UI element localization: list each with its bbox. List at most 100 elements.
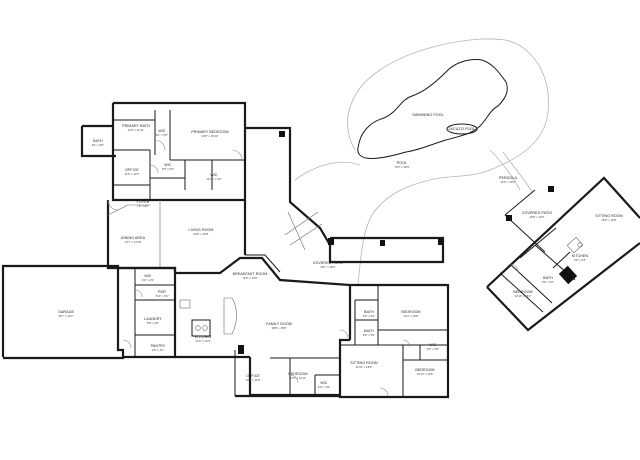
svg-text:DINING AREA: DINING AREA — [121, 236, 146, 240]
column — [506, 215, 512, 221]
svg-text:SWIMMING POOL: SWIMMING POOL — [412, 113, 443, 117]
door-swings — [107, 139, 519, 397]
svg-text:22'6" x 19'8": 22'6" x 19'8" — [193, 232, 208, 236]
svg-text:SITTING ROOM: SITTING ROOM — [350, 361, 378, 365]
svg-text:11'10" x 16'8": 11'10" x 16'8" — [356, 365, 373, 369]
deck-walkway — [294, 149, 533, 193]
svg-text:10'5" x 10'6": 10'5" x 10'6" — [242, 276, 257, 280]
svg-text:14'6" x 10'2": 14'6" x 10'2" — [500, 180, 515, 184]
svg-text:WIC: WIC — [320, 381, 328, 385]
column — [279, 131, 285, 137]
room-label-jacuzzi: JACUZZI POOL — [449, 127, 476, 131]
svg-text:73'6" x 40'9": 73'6" x 40'9" — [394, 165, 409, 169]
svg-text:10'9" x 12'11": 10'9" x 12'11" — [128, 128, 145, 132]
svg-text:7'10" x 5'0": 7'10" x 5'0" — [155, 294, 169, 298]
svg-text:WIC: WIC — [164, 163, 172, 167]
svg-text:35'7" x 23'1": 35'7" x 23'1" — [58, 314, 73, 318]
svg-text:COVERED PATIO: COVERED PATIO — [522, 211, 552, 215]
svg-text:LIVING ROOM: LIVING ROOM — [188, 228, 213, 232]
svg-text:SITTING ROOM: SITTING ROOM — [595, 214, 623, 218]
column — [238, 345, 244, 354]
svg-text:BEDROOM: BEDROOM — [401, 310, 420, 314]
svg-text:WIC: WIC — [210, 173, 218, 177]
svg-text:COVERED PATIO: COVERED PATIO — [313, 261, 343, 265]
svg-text:16'8" x 10'0": 16'8" x 10'0" — [529, 215, 544, 219]
svg-text:49'7" x 18'3": 49'7" x 18'3" — [320, 265, 335, 269]
svg-text:BATH: BATH — [364, 329, 374, 333]
svg-text:PRIMARY BEDROOM: PRIMARY BEDROOM — [191, 130, 228, 134]
svg-text:BATH: BATH — [93, 139, 103, 143]
svg-text:12'10" x 16'2": 12'10" x 16'2" — [515, 294, 532, 298]
svg-text:WIC: WIC — [158, 129, 166, 133]
columns — [238, 131, 578, 354]
column — [328, 238, 334, 245]
svg-text:POOL: POOL — [397, 161, 407, 165]
svg-text:4'2" x 4'3": 4'2" x 4'3" — [142, 278, 154, 282]
svg-text:4'5" x 4'2": 4'5" x 4'2" — [152, 348, 164, 352]
column — [438, 239, 443, 245]
svg-text:9'0" x 5'0": 9'0" x 5'0" — [542, 280, 554, 284]
guest-house-walls — [486, 176, 640, 332]
svg-text:PRIMARY BATH: PRIMARY BATH — [122, 124, 150, 128]
svg-text:PANTRY: PANTRY — [151, 344, 166, 348]
svg-text:FAMILY ROOM: FAMILY ROOM — [266, 322, 292, 326]
svg-text:WIC: WIC — [144, 274, 152, 278]
pool-area — [294, 38, 549, 286]
svg-text:13'7" x 14'10": 13'7" x 14'10" — [125, 240, 142, 244]
svg-text:6'5" x 5'8": 6'5" x 5'8" — [427, 347, 439, 351]
svg-text:13'4" x 16'8": 13'4" x 16'8" — [403, 314, 418, 318]
svg-text:PERGOLA: PERGOLA — [499, 176, 518, 180]
svg-text:FOYER: FOYER — [137, 200, 150, 204]
svg-text:PDR: PDR — [158, 290, 166, 294]
svg-text:KITCHEN: KITCHEN — [572, 254, 589, 258]
svg-text:BEDROOM: BEDROOM — [415, 368, 434, 372]
svg-text:11'5" x 12'5": 11'5" x 12'5" — [124, 172, 139, 176]
svg-text:BREAKFAST ROOM: BREAKFAST ROOM — [233, 272, 268, 276]
column — [380, 240, 385, 246]
column — [548, 186, 554, 192]
svg-text:13'3" x 11'11": 13'3" x 11'11" — [290, 376, 306, 380]
svg-text:BATH: BATH — [364, 310, 374, 314]
svg-text:7'8" x 8'0": 7'8" x 8'0" — [137, 204, 149, 208]
svg-text:12'10" x 12'5": 12'10" x 12'5" — [417, 372, 434, 376]
svg-text:5'8" x 6'0": 5'8" x 6'0" — [162, 167, 174, 171]
swimming-pool-edge — [357, 59, 508, 159]
svg-text:19'8" x 16'10": 19'8" x 16'10" — [202, 134, 219, 138]
svg-text:6'0" x 4'8": 6'0" x 4'8" — [318, 385, 330, 389]
svg-text:BEDROOM: BEDROOM — [288, 372, 307, 376]
column — [558, 265, 578, 285]
svg-text:8'9" x 5'0": 8'9" x 5'0" — [363, 314, 375, 318]
svg-text:JACUZZI POOL: JACUZZI POOL — [449, 127, 476, 131]
svg-text:OFFICE: OFFICE — [125, 168, 139, 172]
svg-text:9'9" x 6'4": 9'9" x 6'4" — [574, 258, 586, 262]
svg-text:11'10" x 4'9": 11'10" x 4'9" — [206, 177, 221, 181]
main-house-walls — [1, 101, 450, 399]
svg-text:GARAGE: GARAGE — [58, 310, 74, 314]
svg-text:6'1" x 5'0": 6'1" x 5'0" — [156, 133, 168, 137]
